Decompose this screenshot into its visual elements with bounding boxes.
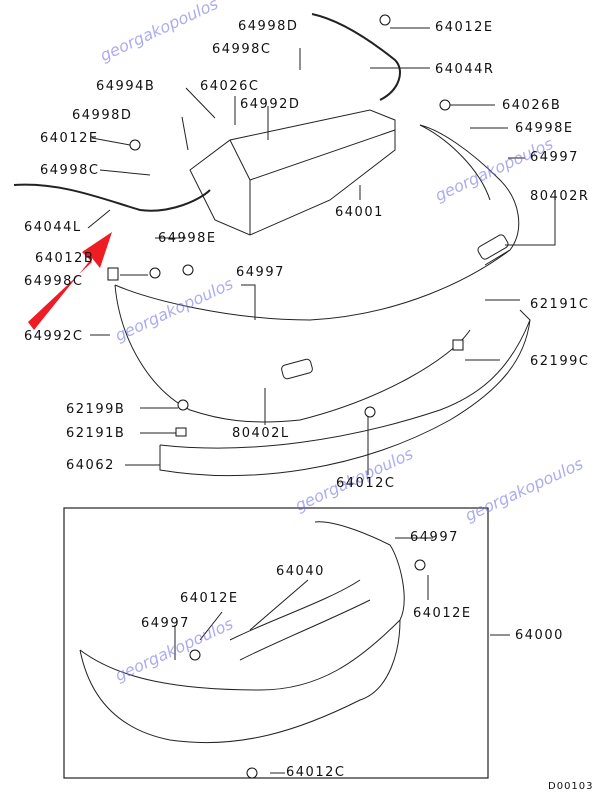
part-label[interactable]: 80402L <box>232 426 290 441</box>
part-label[interactable]: 64998C <box>24 274 84 289</box>
bumper-cover <box>114 124 520 423</box>
reflector-right <box>477 234 509 260</box>
part-label[interactable]: 64012C <box>336 476 396 491</box>
assembly-box <box>63 507 489 779</box>
part-label[interactable]: 64012E <box>435 20 494 35</box>
part-label[interactable]: 64997 <box>236 265 285 280</box>
part-label[interactable]: 64001 <box>335 205 384 220</box>
lower-spoiler <box>159 309 531 477</box>
part-label[interactable]: 64998D <box>72 108 133 123</box>
part-label[interactable]: 64998E <box>515 121 574 136</box>
part-label[interactable]: 64012C <box>286 765 346 780</box>
part-label[interactable]: 64000 <box>515 628 564 643</box>
part-label[interactable]: 62191B <box>66 426 126 441</box>
part-label[interactable]: 64012B <box>35 251 95 266</box>
drawing-code: D00103 <box>548 781 594 792</box>
part-label[interactable]: 64998E <box>158 231 217 246</box>
reflector-left <box>281 358 313 380</box>
trim-strip-right <box>311 13 401 101</box>
part-label[interactable]: 64998D <box>238 19 299 34</box>
bumper-assembly <box>79 521 405 744</box>
part-label[interactable]: 62199C <box>530 354 590 369</box>
part-label[interactable]: 64044R <box>435 62 495 77</box>
part-label[interactable]: 64997 <box>530 150 579 165</box>
part-label[interactable]: 64997 <box>141 616 190 631</box>
trim-strip-left <box>13 183 211 212</box>
part-label[interactable]: 64992C <box>24 329 84 344</box>
part-label[interactable]: 64040 <box>276 564 325 579</box>
part-label[interactable]: 80402R <box>530 189 590 204</box>
part-label[interactable]: 64026B <box>502 98 562 113</box>
part-label[interactable]: 64992D <box>240 97 301 112</box>
part-label[interactable]: 64994B <box>96 79 156 94</box>
red-arrow-indicator <box>28 232 112 330</box>
bumper-reinforcement <box>189 109 396 236</box>
part-label[interactable]: 64998C <box>40 163 100 178</box>
part-label[interactable]: 64062 <box>66 458 115 473</box>
part-label[interactable]: 62199B <box>66 402 126 417</box>
part-label[interactable]: 64012E <box>180 591 239 606</box>
part-label[interactable]: 64026C <box>200 79 260 94</box>
part-label[interactable]: 64012E <box>413 606 472 621</box>
part-label[interactable]: 64997 <box>410 530 459 545</box>
part-label[interactable]: 64998C <box>212 42 272 57</box>
part-label[interactable]: 64012E <box>40 131 99 146</box>
part-label[interactable]: 64044L <box>24 220 82 235</box>
part-label[interactable]: 62191C <box>530 297 590 312</box>
